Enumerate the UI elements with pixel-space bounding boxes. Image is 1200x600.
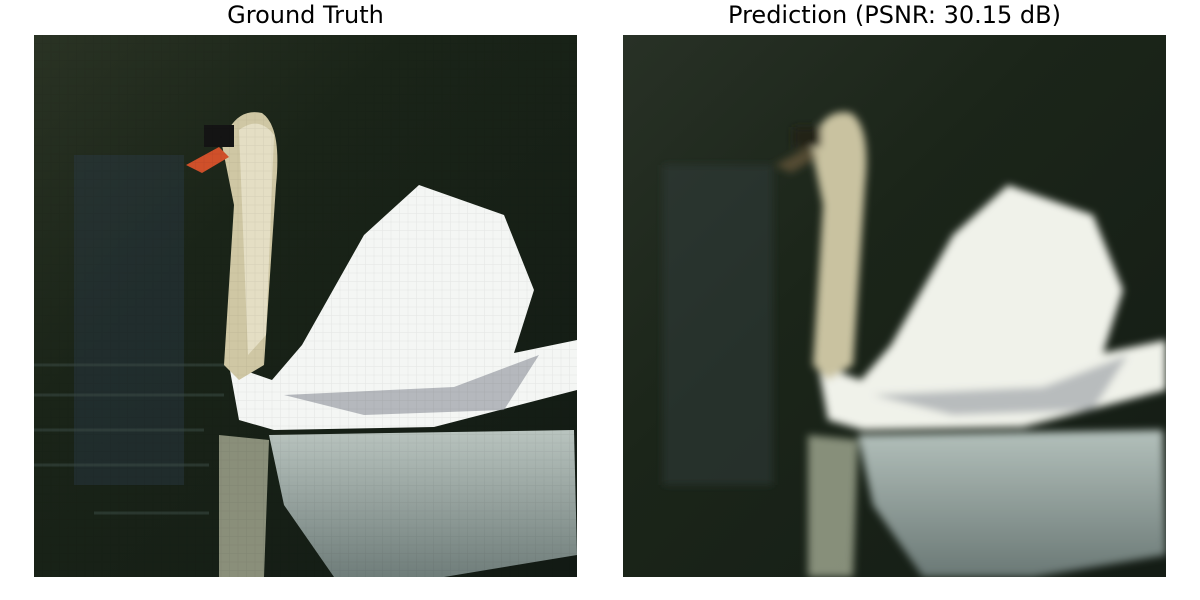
ground-truth-title: Ground Truth bbox=[227, 1, 384, 29]
prediction-image bbox=[623, 35, 1166, 577]
ground-truth-image bbox=[34, 35, 577, 577]
ground-truth-swan-picture bbox=[34, 35, 577, 577]
prediction-title: Prediction (PSNR: 30.15 dB) bbox=[728, 1, 1061, 29]
prediction-swan-picture bbox=[623, 35, 1166, 577]
